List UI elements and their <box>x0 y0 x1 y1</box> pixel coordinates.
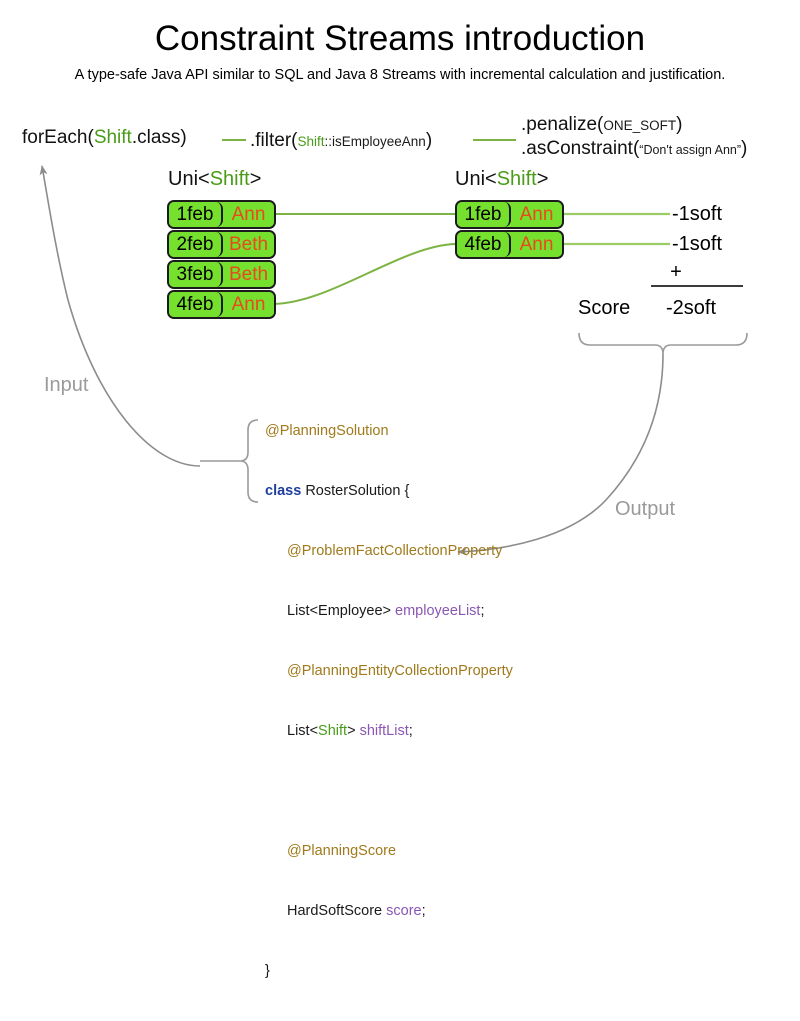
uni-left-suffix: > <box>249 168 262 190</box>
connector-row4 <box>271 243 456 305</box>
annotation-planning-solution: @PlanningSolution <box>265 423 389 439</box>
expr-filter-prefix: .filter( <box>250 130 298 151</box>
expr-as-constraint-arg: “Don't assign Ann” <box>639 143 742 157</box>
shift-card-date: 4feb <box>457 232 511 257</box>
expr-filter-arg-rest: ::isEmployeeAnn <box>324 134 426 149</box>
sum-operator: + <box>670 261 682 283</box>
field-type-shift-list-pre: List< <box>287 723 319 739</box>
shift-card-date: 2feb <box>169 232 223 257</box>
semicolon: ; <box>480 603 485 619</box>
shift-card[interactable]: 1feb Ann <box>455 200 564 229</box>
field-name-score: score <box>386 903 422 919</box>
expr-penalize-prefix: .penalize( <box>521 114 604 135</box>
field-name-employee-list: employeeList <box>395 603 481 619</box>
annotation-problem-fact-collection: @ProblemFactCollectionProperty <box>287 543 503 559</box>
connector-layer <box>39 139 748 556</box>
shift-card-date: 1feb <box>457 202 511 227</box>
shift-card-date: 4feb <box>169 292 223 317</box>
shift-card[interactable]: 3feb Beth <box>167 260 276 289</box>
code-line-planning-score: @PlanningScore <box>265 841 513 861</box>
class-name: RosterSolution { <box>301 483 410 499</box>
close-brace: } <box>265 963 270 979</box>
output-arrow <box>457 353 664 556</box>
code-line-shift-list: List<Shift> shiftList; <box>265 721 513 741</box>
slide-canvas: Constraint Streams introduction A type-s… <box>22 19 748 979</box>
expr-filter-arg-type: Shift <box>297 134 325 149</box>
semicolon: ; <box>421 903 426 919</box>
field-type-shift-list-post: > <box>347 723 360 739</box>
input-label: Input <box>44 374 89 396</box>
page-title: Constraint Streams introduction <box>154 19 646 58</box>
shift-card-employee: Beth <box>223 262 274 287</box>
uni-right-prefix: Uni< <box>455 168 497 190</box>
output-label: Output <box>615 498 676 520</box>
field-name-shift-list: shiftList <box>359 723 409 739</box>
page-subtitle: A type-safe Java API similar to SQL and … <box>74 67 726 83</box>
score-label: Score <box>578 297 631 319</box>
uni-caption-left: Uni<Shift> <box>168 167 261 191</box>
score-total: -2soft <box>666 297 717 319</box>
field-type-employee-list: List<Employee> <box>287 603 396 619</box>
code-blank-line <box>265 781 513 801</box>
keyword-class: class <box>265 483 302 499</box>
penalty-value: -1soft <box>672 233 723 255</box>
expr-foreach-suffix: .class) <box>131 127 187 148</box>
semicolon: ; <box>408 723 413 739</box>
code-block: @PlanningSolution class RosterSolution {… <box>265 381 513 1021</box>
uni-right-type: Shift <box>496 168 537 190</box>
code-line-employee-list: List<Employee> employeeList; <box>265 601 513 621</box>
sum-rule <box>651 285 743 287</box>
expr-filter: .filter(Shift::isEmployeeAnn) <box>250 129 432 154</box>
code-line-close-brace: } <box>265 961 513 981</box>
field-type-score: HardSoftScore <box>287 903 387 919</box>
expr-penalize-suffix: ) <box>676 114 683 135</box>
score-brace <box>578 332 748 355</box>
shift-card-date: 3feb <box>169 262 223 287</box>
input-arrow <box>39 165 201 467</box>
expr-filter-suffix: ) <box>425 130 433 151</box>
expr-foreach-type: Shift <box>93 127 132 148</box>
code-line-problem-fact: @ProblemFactCollectionProperty <box>265 541 513 561</box>
annotation-planning-score: @PlanningScore <box>287 843 397 859</box>
penalty-value: -1soft <box>672 203 723 225</box>
expr-foreach: forEach(Shift.class) <box>22 126 187 150</box>
field-type-shift: Shift <box>318 723 348 739</box>
annotation-planning-entity-collection: @PlanningEntityCollectionProperty <box>287 663 513 679</box>
uni-right-suffix: > <box>536 168 549 190</box>
expr-as-constraint: .asConstraint(“Don't assign Ann”) <box>521 137 747 162</box>
expr-as-constraint-prefix: .asConstraint( <box>521 138 640 159</box>
uni-left-type: Shift <box>209 168 250 190</box>
shift-card[interactable]: 4feb Ann <box>455 230 564 259</box>
uni-left-prefix: Uni< <box>168 168 210 190</box>
shift-card[interactable]: 2feb Beth <box>167 230 276 259</box>
shift-card[interactable]: 4feb Ann <box>167 290 276 319</box>
code-fields-brace <box>239 419 259 503</box>
expr-penalize-arg: ONE_SOFT <box>603 118 677 133</box>
shift-card[interactable]: 1feb Ann <box>167 200 276 229</box>
shift-card-employee: Ann <box>223 292 274 317</box>
uni-caption-right: Uni<Shift> <box>455 167 548 191</box>
shift-card-employee: Ann <box>511 202 562 227</box>
shift-card-employee: Ann <box>511 232 562 257</box>
expr-as-constraint-suffix: ) <box>741 138 748 159</box>
code-line-planning-solution: @PlanningSolution <box>265 421 513 441</box>
shift-card-date: 1feb <box>169 202 223 227</box>
code-line-score-field: HardSoftScore score; <box>265 901 513 921</box>
code-line-class-decl: class RosterSolution { <box>265 481 513 501</box>
expr-penalize: .penalize(ONE_SOFT) <box>521 113 682 138</box>
expr-foreach-prefix: forEach( <box>22 127 94 148</box>
code-line-planning-entity: @PlanningEntityCollectionProperty <box>265 661 513 681</box>
shift-card-employee: Beth <box>223 232 274 257</box>
shift-card-employee: Ann <box>223 202 274 227</box>
